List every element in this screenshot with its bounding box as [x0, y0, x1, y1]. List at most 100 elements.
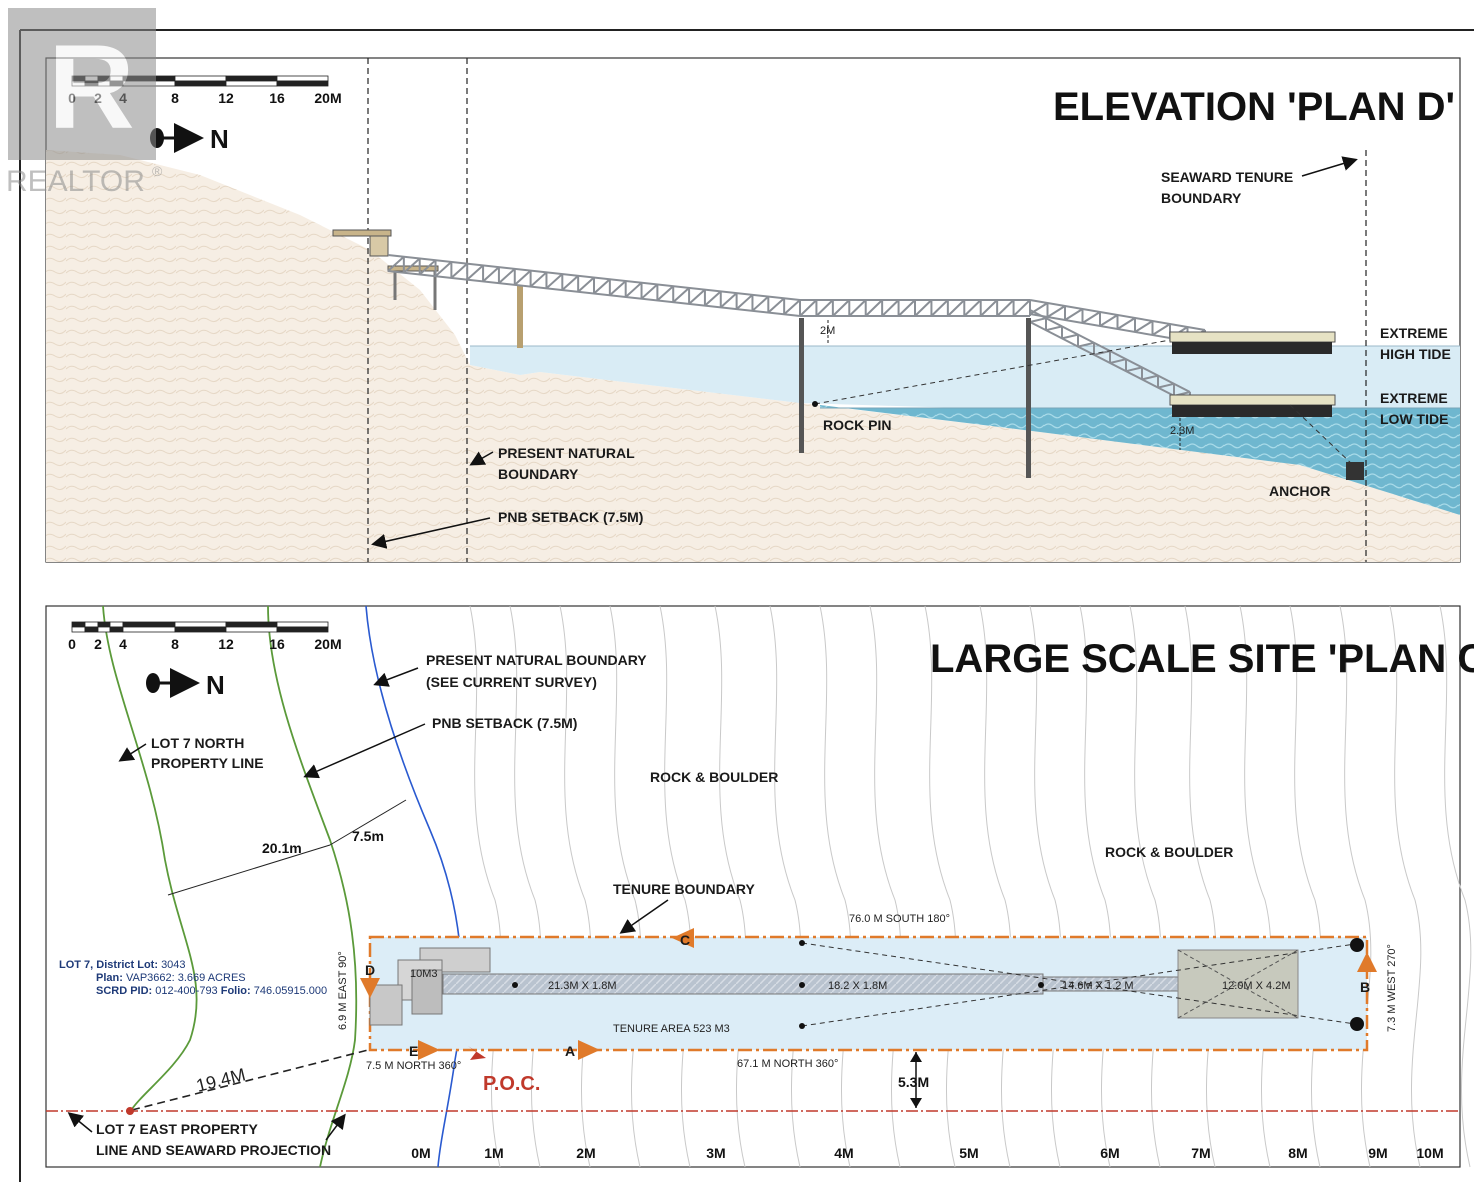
- lot7-north-label-2: PROPERTY LINE: [151, 755, 264, 771]
- scale-tick-label: 16: [269, 636, 285, 652]
- stair-block: [369, 235, 389, 257]
- realtor-logo-icon: [8, 8, 156, 160]
- label-e: E: [409, 1043, 418, 1059]
- label-c: C: [680, 932, 690, 948]
- eht-label-2: HIGH TIDE: [1380, 346, 1451, 362]
- seaward-label-1: SEAWARD TENURE: [1161, 169, 1293, 185]
- lot7-north-label-1: LOT 7 NORTH: [151, 735, 244, 751]
- arrow-d: [360, 978, 380, 998]
- svg-text:R: R: [48, 20, 135, 154]
- arrow-c: [672, 928, 694, 948]
- scale-tick-label: 8: [171, 90, 179, 106]
- setback-label-top: PNB SETBACK (7.5M): [498, 509, 643, 525]
- lot-info-block: LOT 7, District Lot: 3043 Plan: VAP3662:…: [59, 959, 327, 997]
- rock-boulder-1: ROCK & BOULDER: [650, 769, 778, 785]
- scale-tick-label: 16: [269, 90, 285, 106]
- bottom-tick-label: 4M: [834, 1145, 853, 1161]
- north-bearing: 67.1 M NORTH 360°: [737, 1058, 838, 1070]
- elt-label-1: EXTREME: [1380, 390, 1448, 406]
- tenure-boundary-label: TENURE BOUNDARY: [613, 881, 755, 897]
- lower-landing: [387, 265, 439, 272]
- bottom-tick-label: 10M: [1416, 1145, 1443, 1161]
- pile-1: [799, 318, 804, 453]
- bottom-tick-label: 5M: [959, 1145, 978, 1161]
- seaward-label-2: BOUNDARY: [1161, 190, 1242, 206]
- scale-tick-label: 12: [218, 90, 234, 106]
- dim-5-3m: 5.3M: [898, 1074, 929, 1090]
- bottom-tick-label: 7M: [1191, 1145, 1210, 1161]
- site-pnb-label-1: PRESENT NATURAL BOUNDARY: [426, 652, 647, 668]
- site-panel: C A E D B 21.3M X 1.8M 18.2 X 1.8M 14.6M…: [45, 605, 1474, 1168]
- west-bearing: 7.3 M WEST 270°: [1386, 944, 1398, 1032]
- contour-lines: [469, 605, 1472, 1168]
- bottom-tick-label: 2M: [576, 1145, 595, 1161]
- north-arrow-bottom: N: [146, 668, 225, 700]
- north-bearing-75: 7.5 M NORTH 360°: [366, 1060, 461, 1072]
- elt-label-2: LOW TIDE: [1380, 411, 1448, 427]
- rock-pin-point: [812, 401, 818, 407]
- arrow-e: [418, 1040, 440, 1060]
- high-tide-water: [470, 346, 1460, 408]
- arrow-a: [578, 1040, 600, 1060]
- walkway-main: [442, 973, 1044, 995]
- dim-19-4m-line: [131, 1049, 369, 1111]
- dim-7-5m: 7.5m: [352, 828, 384, 844]
- float-low: [1169, 394, 1336, 417]
- scale-tick-label: 4: [119, 636, 127, 652]
- north-label-top: N: [210, 124, 229, 154]
- east-bearing: 6.9 M EAST 90°: [337, 951, 349, 1030]
- site-title: LARGE SCALE SITE 'PLAN C': [930, 637, 1474, 681]
- anchor-line: [1289, 404, 1356, 468]
- elevation-title: ELEVATION 'PLAN D': [1053, 85, 1455, 129]
- mooring-line-2: [801, 943, 1356, 1027]
- seg-label-3: 14.6M X 1.2 M: [1062, 980, 1134, 992]
- seg-label-1: 21.3M X 1.8M: [548, 980, 616, 992]
- arrow-b: [1357, 952, 1377, 972]
- lot7-east-label-2: LINE AND SEAWARD PROJECTION: [96, 1142, 331, 1158]
- realtor-watermark: R REALTOR ®: [6, 8, 163, 198]
- low-tide-water: [820, 405, 1460, 515]
- lot7-east-label-1: LOT 7 EAST PROPERTY: [96, 1121, 258, 1137]
- bottom-tick-label: 0M: [411, 1145, 430, 1161]
- dim-2m: 2M: [820, 325, 835, 337]
- pnb-label-2: BOUNDARY: [498, 466, 579, 482]
- scale-tick-label: 12: [218, 636, 234, 652]
- dim-20-1m: 20.1m: [262, 840, 302, 856]
- vol-10m3: 10M3: [410, 968, 438, 980]
- upper-landing: [332, 229, 392, 237]
- lot-line-2: Plan: VAP3662: 3.669 ACRES: [96, 972, 246, 984]
- anchor-point-south: [1350, 1017, 1364, 1031]
- eht-label-1: EXTREME: [1380, 325, 1448, 341]
- dim-2-3m: 2.3M: [1170, 425, 1194, 437]
- shore-land: [46, 150, 1460, 562]
- anchor-label: ANCHOR: [1269, 483, 1330, 499]
- dock-access-structure: [369, 947, 491, 1026]
- bottom-tick-label: 6M: [1100, 1145, 1119, 1161]
- present-natural-boundary-site: [365, 605, 463, 1168]
- rock-pin-label: ROCK PIN: [823, 417, 891, 433]
- bottom-tick-label: 3M: [706, 1145, 725, 1161]
- realtor-wordmark: REALTOR: [6, 165, 145, 198]
- tenure-area-label: TENURE AREA 523 M3: [613, 1023, 730, 1035]
- north-label-bottom: N: [206, 670, 225, 700]
- scale-tick-label: 20M: [314, 90, 341, 106]
- bottom-tick-label: 1M: [484, 1145, 503, 1161]
- float-high: [1169, 331, 1336, 354]
- seg-label-4: 12.0M X 4.2M: [1222, 980, 1290, 992]
- scale-tick-label: 8: [171, 636, 179, 652]
- rock-pin-line: [814, 339, 1171, 405]
- rock-boulder-2: ROCK & BOULDER: [1105, 844, 1233, 860]
- pnb-label-1: PRESENT NATURAL: [498, 445, 635, 461]
- poc-marker: [468, 1046, 486, 1060]
- lot-line-3: SCRD PID: 012-400-793 Folio: 746.05915.0…: [96, 985, 327, 997]
- svg-text:®: ®: [152, 163, 163, 179]
- south-bearing: 76.0 M SOUTH 180°: [849, 913, 950, 925]
- mooring-line-1: [801, 942, 1356, 1025]
- scale-tick-label: 2: [94, 636, 102, 652]
- anchor-block: [1346, 462, 1364, 480]
- pnb-setback-line-site: [267, 605, 358, 1168]
